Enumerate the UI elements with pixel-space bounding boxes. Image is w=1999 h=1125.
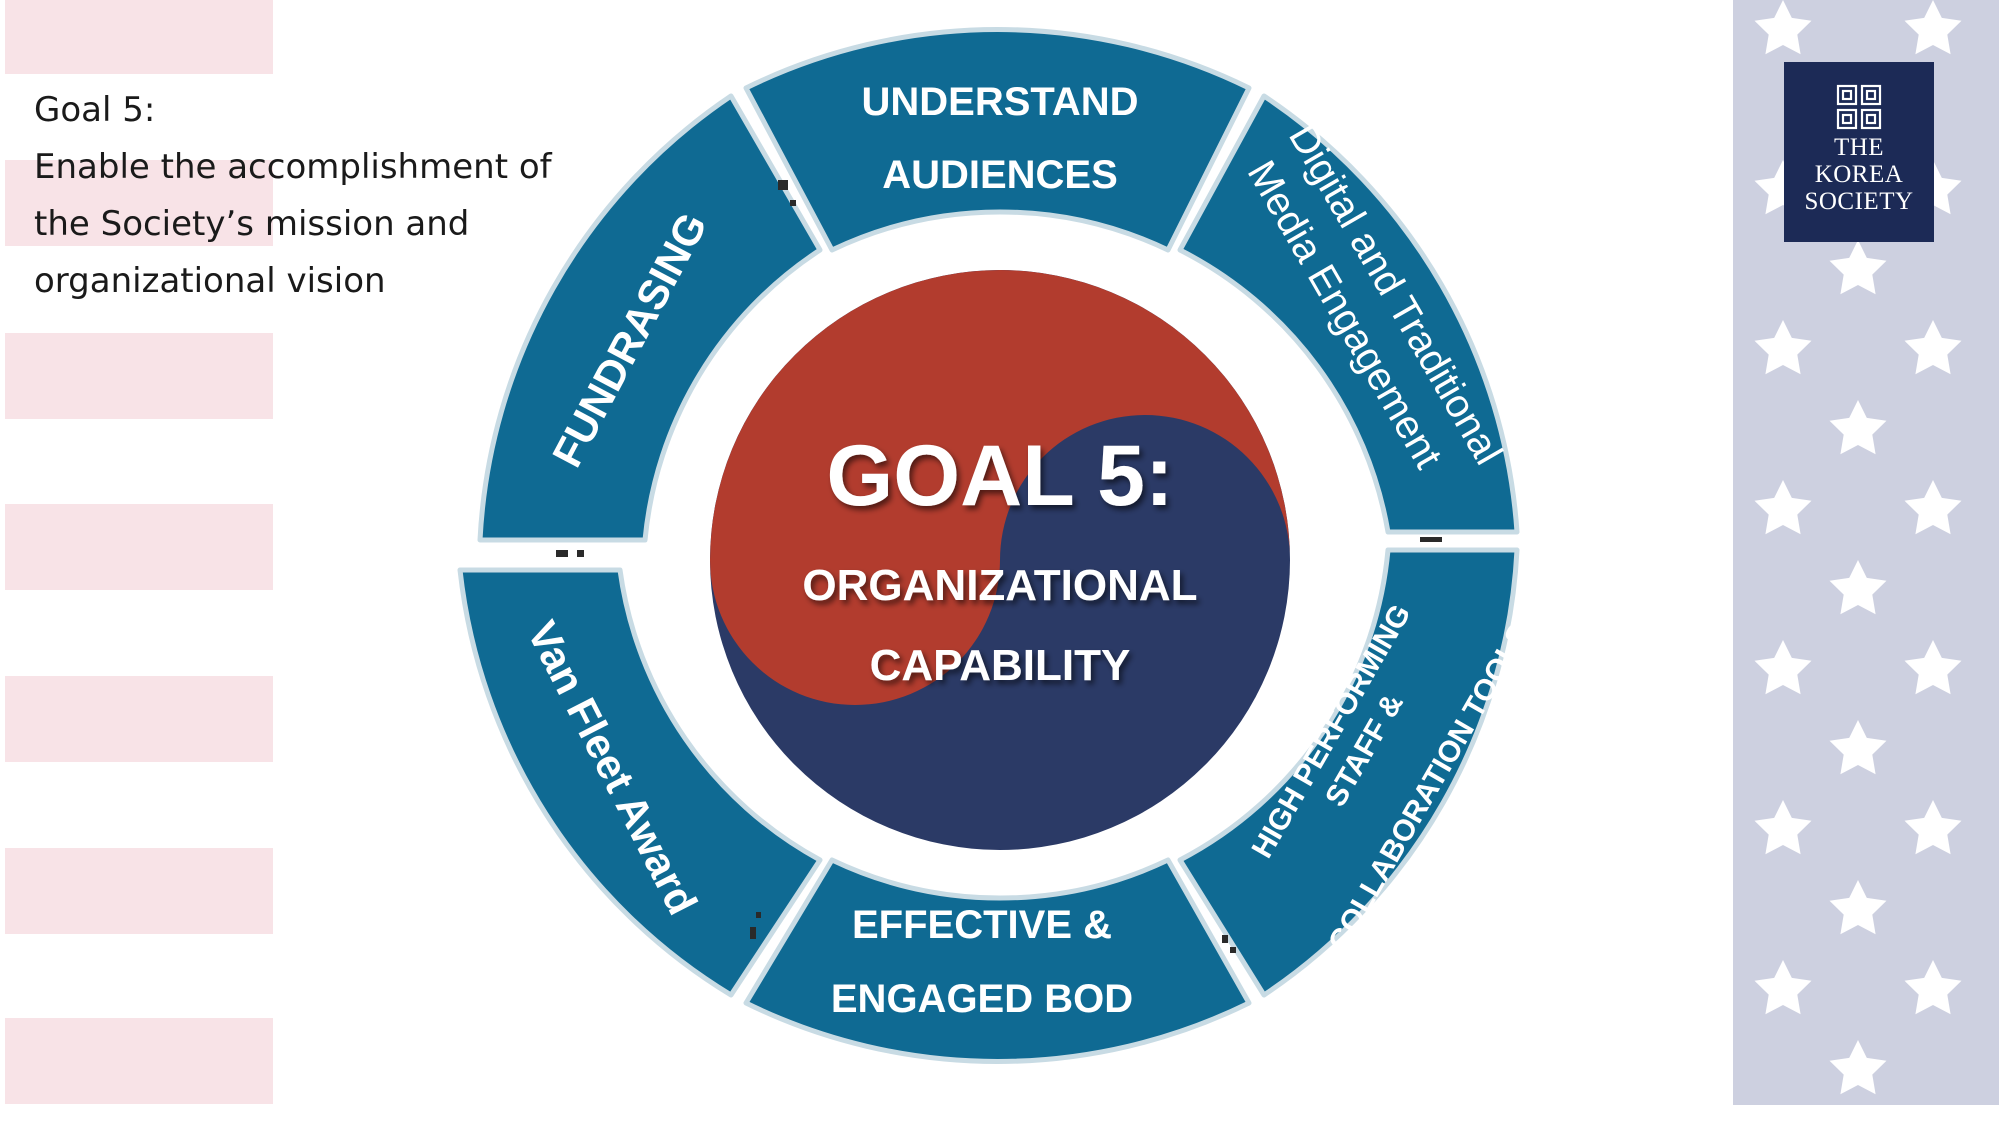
korea-society-emblem-icon (1836, 84, 1882, 130)
segment-effective-bod (743, 857, 1252, 1064)
goal-description: Goal 5: Enable the accomplishment of the… (34, 82, 594, 310)
logo-line-the: THE (1833, 134, 1885, 161)
label-bod-1: EFFECTIVE & (852, 903, 1112, 947)
segment-media-engagement (1177, 93, 1520, 535)
goal-heading: Goal 5: (34, 90, 156, 130)
korea-society-logo: THE KOREA SOCIETY (1784, 62, 1934, 242)
center-line-1: ORGANIZATIONAL (802, 561, 1197, 610)
label-understand-2: AUDIENCES (882, 153, 1118, 197)
segment-high-performing-staff (1177, 547, 1520, 998)
logo-line-society: SOCIETY (1804, 188, 1914, 215)
logo-line-korea: KOREA (1814, 161, 1904, 188)
center-label: GOAL 5: ORGANIZATIONAL CAPABILITY (802, 428, 1197, 690)
segment-understand-audiences (743, 27, 1252, 253)
segment-van-fleet-award (457, 567, 823, 998)
segment-fundrasing (477, 93, 823, 543)
yin-red-half (710, 270, 1290, 705)
goal-line: the Society’s mission and (34, 204, 470, 244)
label-bod-2: ENGAGED BOD (831, 977, 1133, 1021)
goal-line: Enable the accomplishment of (34, 147, 552, 187)
connector-marks (556, 180, 1442, 953)
center-title: GOAL 5: (826, 428, 1173, 524)
center-line-2: CAPABILITY (870, 641, 1131, 690)
flag-stripes (5, 0, 273, 1104)
taegeuk-symbol (710, 270, 1290, 850)
label-understand-1: UNDERSTAND (861, 80, 1138, 124)
ring-segments (457, 27, 1520, 1064)
goal-line: organizational vision (34, 261, 386, 301)
